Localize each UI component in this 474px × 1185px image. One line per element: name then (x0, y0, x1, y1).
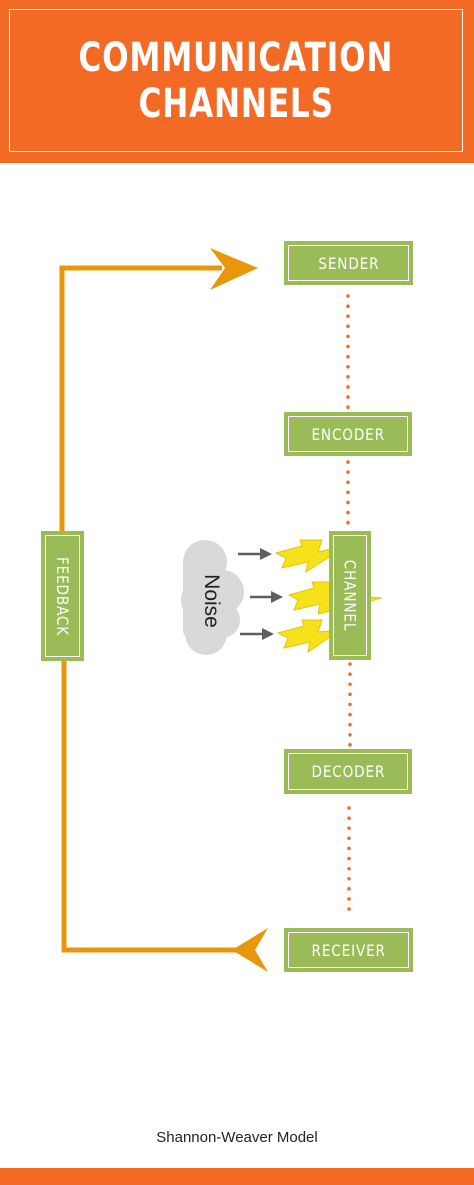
channel-box: CHANNEL (329, 531, 371, 660)
title-line-1: COMMUNICATION (78, 34, 394, 81)
sender-box: SENDER (284, 241, 413, 285)
feedback-box-border (45, 535, 80, 657)
feedback-box: FEEDBACK (41, 531, 84, 661)
noise-text: Noise (200, 574, 224, 628)
header-frame: COMMUNICATION CHANNELS (9, 9, 463, 152)
feedback-loop (59, 265, 240, 953)
encoder-label: ENCODER (311, 424, 385, 444)
encoder-box: ENCODER (284, 412, 412, 456)
decoder-box-border (288, 753, 408, 790)
arrow-right-icon (238, 548, 283, 640)
header-banner: COMMUNICATION CHANNELS (0, 0, 474, 163)
receiver-box: RECEIVER (284, 928, 413, 972)
feedback-line-bottom (61, 660, 240, 953)
dotted-connector (346, 294, 352, 917)
encoder-box-border (288, 416, 408, 452)
channel-box-border (333, 535, 367, 656)
feedback-arrowhead-left (232, 928, 268, 972)
footer-bar (0, 1168, 474, 1185)
decoder-box: DECODER (284, 749, 412, 794)
title-line-2: CHANNELS (138, 80, 334, 127)
sender-label: SENDER (317, 253, 380, 273)
sender-box-border (288, 245, 409, 281)
feedback-label: FEEDBACK (53, 556, 73, 636)
feedback-line-top (59, 265, 222, 535)
cloud-icon (181, 540, 244, 655)
receiver-box-border (288, 932, 409, 968)
caption: Shannon-Weaver Model (156, 1129, 318, 1146)
channel-label: CHANNEL (340, 559, 360, 632)
decoder-label: DECODER (311, 762, 385, 781)
feedback-arrowhead-right (210, 248, 258, 290)
receiver-label: RECEIVER (311, 940, 386, 960)
noise-label: Noise (188, 570, 234, 632)
